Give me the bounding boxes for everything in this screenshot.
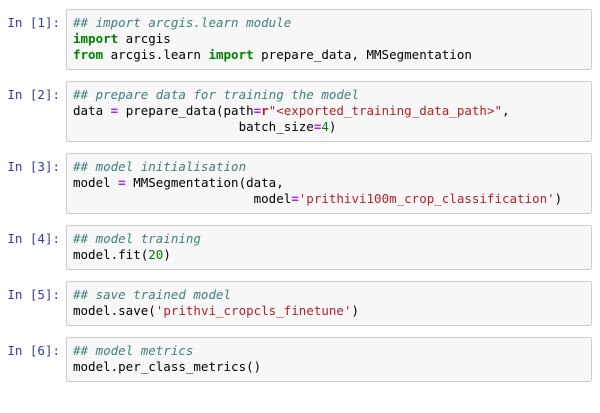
code-token: ## save trained model [73, 287, 232, 302]
code-token: ## model initialisation [73, 159, 247, 174]
code-line: ## prepare data for training the model [73, 87, 585, 103]
code-token: = [253, 103, 262, 118]
code-token: model.save( [73, 303, 156, 318]
code-line: model='prithivi100m_crop_classification'… [73, 191, 585, 207]
code-token: import [208, 47, 254, 62]
code-line: data = prepare_data(path=r"<exported_tra… [73, 103, 585, 119]
code-line: model = MMSegmentation(data, [73, 175, 585, 191]
code-token: model.fit( [73, 247, 149, 262]
code-token: ) [554, 191, 563, 206]
code-line: batch_size=4) [73, 119, 585, 135]
code-token: ## import arcgis.learn module [73, 15, 292, 30]
code-token: prepare_data, MMSegmentation [253, 47, 472, 62]
code-token: arcgis.learn [103, 47, 209, 62]
code-line: model.save('prithvi_cropcls_finetune') [73, 303, 585, 319]
code-line: ## import arcgis.learn module [73, 15, 585, 31]
code-token: , [502, 103, 510, 118]
code-line: import arcgis [73, 31, 585, 47]
code-token: = [118, 175, 126, 190]
notebook-cell[interactable]: In [2]: ## prepare data for training the … [0, 81, 600, 142]
code-token: data [73, 103, 111, 118]
code-line: model.fit(20) [73, 247, 585, 263]
code-token: ) [163, 247, 171, 262]
code-token: arcgis [118, 31, 171, 46]
cell-prompt-label: In [3]: [7, 159, 60, 174]
code-token: model.per_class_metrics() [73, 359, 262, 374]
code-token: model [73, 175, 119, 190]
code-token: prepare_data(path [118, 103, 254, 118]
code-token: 'prithvi_cropcls_finetune' [155, 303, 352, 318]
code-token: MMSegmentation(data, [125, 175, 284, 190]
code-token: 4 [321, 119, 329, 134]
code-token: 20 [148, 247, 164, 262]
cell-prompt-label: In [2]: [7, 87, 60, 102]
code-line: ## model initialisation [73, 159, 585, 175]
cell-prompt-label: In [4]: [7, 231, 60, 246]
cell-prompt-label: In [1]: [7, 15, 60, 30]
code-line: from arcgis.learn import prepare_data, M… [73, 47, 585, 63]
code-token: model [73, 191, 292, 206]
code-token: batch_size [73, 119, 314, 134]
code-token: r [261, 103, 269, 118]
code-line: ## save trained model [73, 287, 585, 303]
cell-prompt-label: In [5]: [7, 287, 60, 302]
code-token: ) [351, 303, 359, 318]
code-line: ## model metrics [73, 343, 585, 359]
code-token: = [313, 119, 322, 134]
code-token: import [73, 31, 119, 46]
code-token: 'prithivi100m_crop_classification' [298, 191, 555, 206]
code-token: = [110, 103, 119, 118]
cell-prompt-label: In [6]: [7, 343, 60, 358]
code-token: "<exported_training_data_path>" [268, 103, 502, 118]
code-token: ## model training [73, 231, 201, 246]
code-token: = [291, 191, 299, 206]
code-token: ## model metrics [73, 343, 194, 358]
code-token: from [73, 47, 104, 62]
code-line: model.per_class_metrics() [73, 359, 585, 375]
code-token: ) [328, 119, 337, 134]
code-token: ## prepare data for training the model [73, 87, 359, 102]
code-line: ## model training [73, 231, 585, 247]
